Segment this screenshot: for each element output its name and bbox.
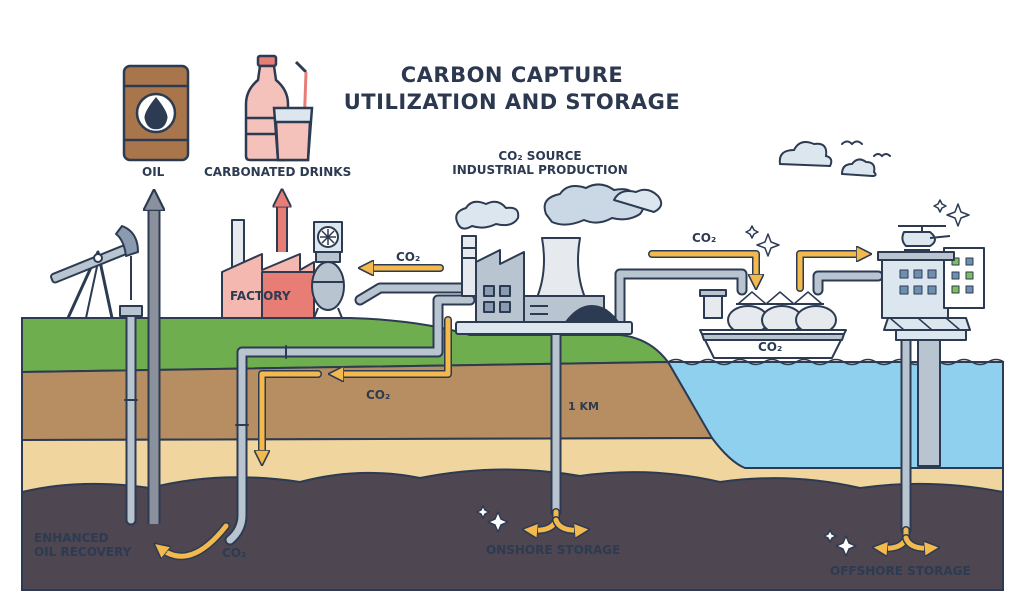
title-line-2: UTILIZATION AND STORAGE — [343, 90, 681, 115]
co2-flow-arrows — [160, 254, 932, 561]
title-line-1: CARBON CAPTURE — [400, 63, 624, 87]
label-co2-source-line-2: INDUSTRIAL PRODUCTION — [452, 162, 628, 177]
offshore-platform-icon — [877, 247, 985, 467]
cooling-tower-icon — [535, 237, 587, 301]
label-eor-line-1: ENHANCED — [34, 531, 109, 545]
pipes — [124, 268, 912, 546]
label-carbonated-drinks: CARBONATED DRINKS — [204, 165, 352, 179]
label-onshore-storage: ONSHORE STORAGE — [486, 543, 621, 557]
label-ship-co2: CO₂ — [758, 340, 783, 354]
oil-barrel-icon — [122, 64, 190, 162]
factory-icon — [221, 219, 345, 319]
label-co2-source: CO₂ SOURCE INDUSTRIAL PRODUCTION — [436, 149, 644, 178]
label-offshore-storage: OFFSHORE STORAGE — [830, 564, 971, 578]
label-co2-underground: CO₂ — [366, 388, 391, 402]
label-co2-to-ship: CO₂ — [692, 231, 717, 245]
sparkle-icon — [476, 199, 970, 557]
ship-icon — [699, 289, 847, 359]
label-eor-line-2: OIL RECOVERY — [34, 544, 132, 559]
sea-waves — [667, 358, 1005, 366]
label-co2-eor: CO₂ — [222, 546, 247, 560]
label-oil: OIL — [142, 165, 165, 179]
label-enhanced-oil-recovery: ENHANCED OIL RECOVERY — [34, 531, 132, 560]
helicopter-icon — [898, 225, 951, 251]
pumpjack-icon — [50, 225, 143, 319]
industrial-plant-icon — [455, 183, 663, 335]
bird-icon — [841, 140, 891, 158]
page-title: CARBON CAPTURE UTILIZATION AND STORAGE — [300, 62, 724, 117]
label-co2-source-line-1: CO₂ SOURCE — [498, 149, 582, 163]
cloud-icon — [778, 141, 877, 178]
ground-layers — [21, 317, 1005, 591]
label-co2-to-factory: CO₂ — [396, 250, 421, 264]
rock-layer — [21, 468, 1004, 591]
label-depth: 1 KM — [568, 400, 599, 413]
glass-icon — [272, 60, 314, 162]
label-factory: FACTORY — [230, 289, 291, 303]
